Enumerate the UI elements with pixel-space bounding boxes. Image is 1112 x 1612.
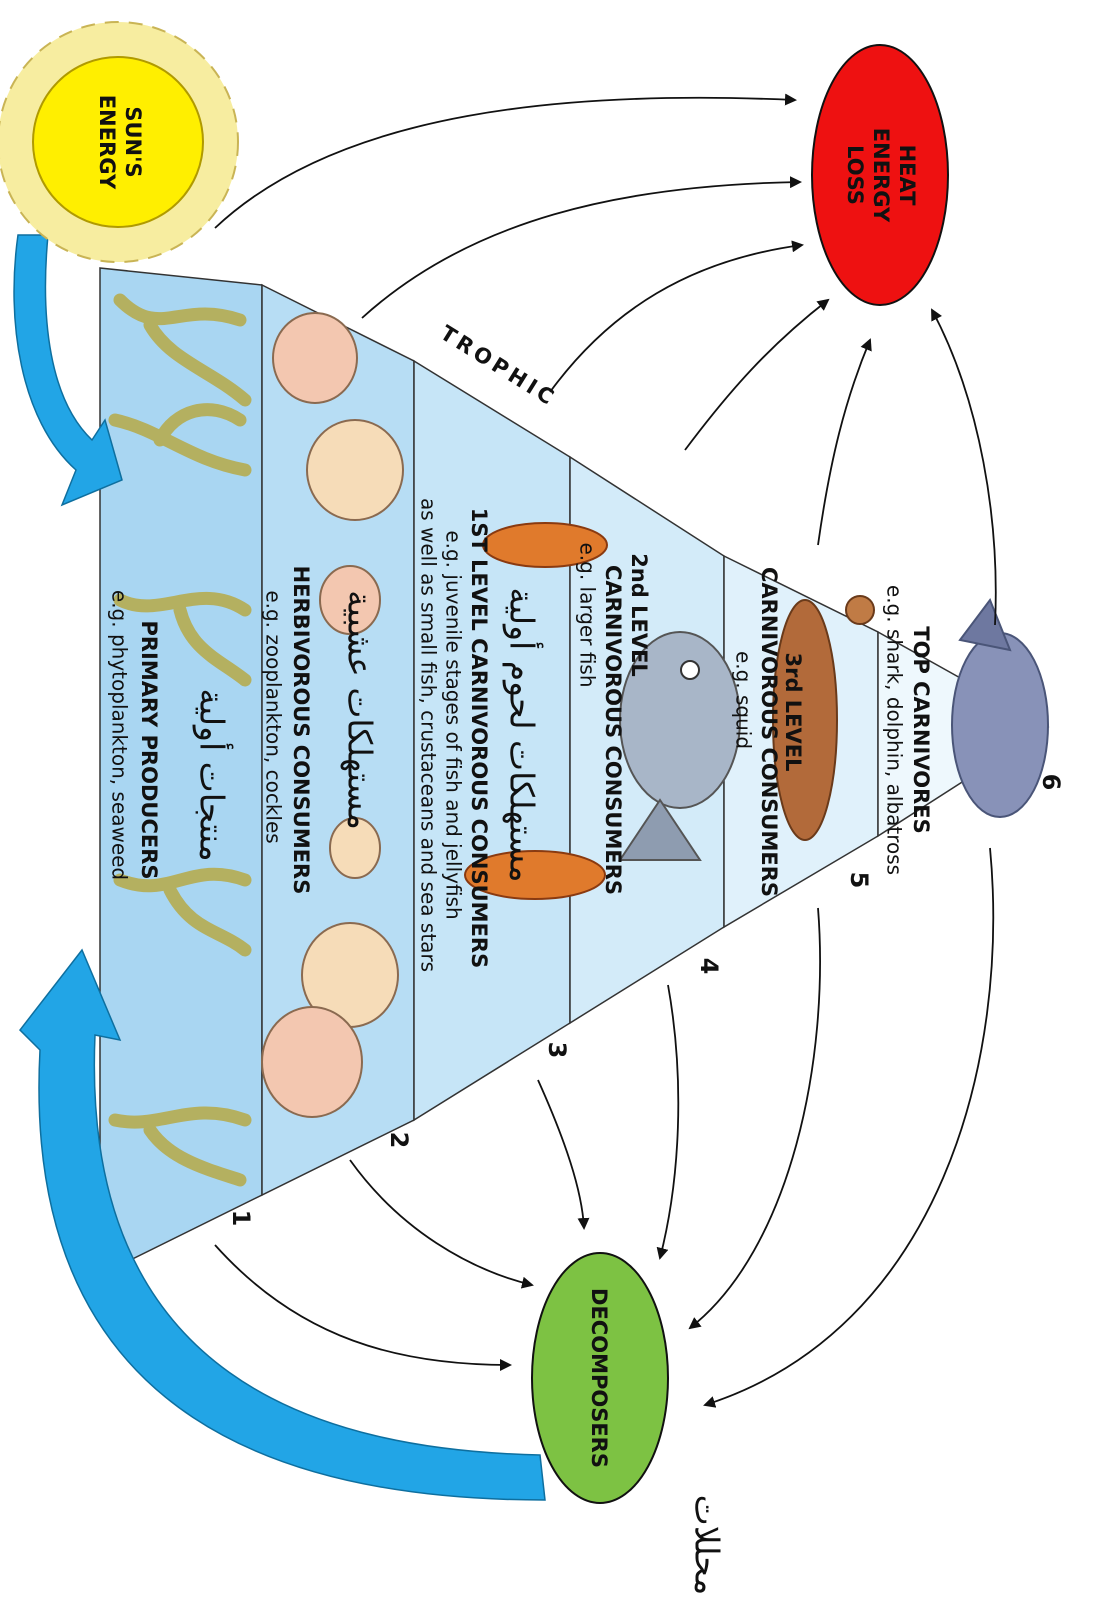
- heat-label-line3: LOSS: [843, 145, 867, 205]
- decomposers-arabic-label: محللات: [688, 1495, 727, 1596]
- level-5-number: 5: [845, 872, 873, 889]
- level-5-name-line2: CARNIVOROUS CONSUMERS: [757, 567, 781, 897]
- level-4-number: 4: [695, 958, 723, 975]
- level-6-name: TOP CARNIVORES: [909, 626, 933, 833]
- decomposers-node: DECOMPOSERS محللات: [532, 1253, 727, 1595]
- sun-label-line2: ENERGY: [95, 95, 119, 190]
- level-3-example-line2: as well as small fish, crustaceans and s…: [417, 498, 441, 972]
- level-3-number: 3: [543, 1042, 571, 1059]
- arrow-3-decomp: [538, 1080, 584, 1228]
- heat-loss-node: HEAT ENERGY LOSS: [812, 45, 948, 305]
- level-4-name-line2: CARNIVOROUS CONSUMERS: [601, 565, 625, 895]
- level-2-arabic: مستهلكات عشبية: [341, 590, 380, 830]
- arrow-sun-heat: [215, 98, 795, 228]
- level-4-example: e.g. larger fish: [576, 542, 600, 687]
- decomposers-label: DECOMPOSERS: [587, 1288, 611, 1468]
- level-1-example: e.g. phytoplankton, seaweed: [108, 590, 132, 880]
- level-2-example: e.g. zooplankton, cockles: [262, 590, 286, 843]
- arrow-6-heat: [932, 310, 996, 625]
- arrow-6-decomp: [705, 848, 993, 1405]
- sun-label-line1: SUN'S: [121, 106, 145, 177]
- sun-node: SUN'S ENERGY: [0, 22, 238, 262]
- level-3-arabic: مستهلكات لحوم أولية: [503, 587, 544, 882]
- level-6-example: e.g. shark, dolphin, albatross: [883, 585, 907, 875]
- arrow-4-heat: [685, 300, 828, 450]
- arrow-2-heat: [362, 182, 800, 318]
- level-3-example: e.g. juvenile stages of fish and jellyfi…: [442, 530, 466, 919]
- arrow-5-heat: [818, 340, 870, 545]
- level-1-number: 1: [227, 1210, 255, 1227]
- level-5-name-line1: 3rd LEVEL: [781, 652, 805, 771]
- dolphin-illustration: [952, 600, 1048, 817]
- arrow-2-decomp: [350, 1160, 532, 1285]
- level-2-name: HERBIVOROUS CONSUMERS: [289, 566, 313, 895]
- level-5-example: e.g. squid: [732, 651, 756, 749]
- level-1-name: PRIMARY PRODUCERS: [137, 620, 161, 879]
- level-6-number: 6: [1037, 774, 1065, 791]
- level-1-arabic: منتجات أولية: [193, 688, 234, 861]
- arrow-4-decomp: [660, 985, 678, 1258]
- level-4-name-line1: 2nd LEVEL: [627, 553, 651, 677]
- heat-label-line2: ENERGY: [869, 128, 893, 223]
- arrow-3-heat: [550, 245, 802, 392]
- arrow-1-decomp: [215, 1245, 510, 1365]
- level-3-name: 1ST LEVEL CARNIVOROUS CONSUMERS: [467, 508, 491, 968]
- heat-label-line1: HEAT: [895, 145, 919, 207]
- level-2-number: 2: [385, 1132, 413, 1149]
